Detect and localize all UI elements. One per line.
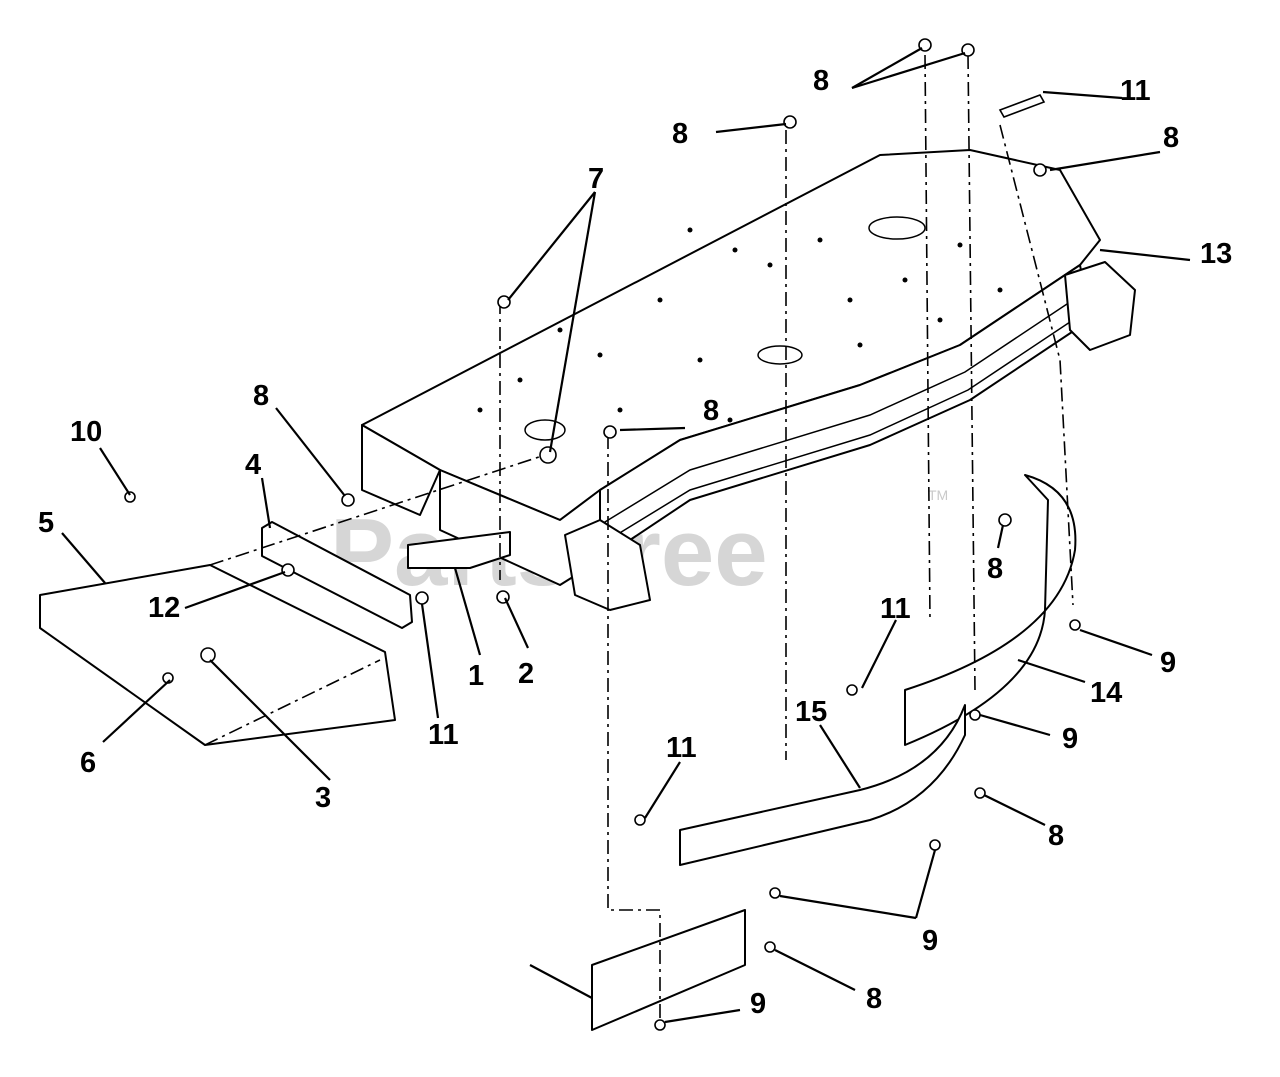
callout-8-top: 8 [813,65,829,97]
part-15-side-baffle [679,704,966,866]
callout-8-bottom: 8 [866,983,882,1015]
callout-6: 6 [80,747,96,779]
part-4-hinge-bar [261,521,413,629]
callout-12: 12 [148,592,180,624]
watermark-trademark: TM [928,487,948,503]
callout-2: 2 [518,658,534,690]
part-14-rear-baffle [904,474,1077,746]
callout-8-left: 8 [253,380,269,412]
callout-8-lower-right: 8 [1048,820,1064,852]
leader-lines [61,47,1191,1024]
fasteners [124,38,1081,1031]
callout-9-bottom: 9 [750,988,766,1020]
callout-9-right: 9 [1160,647,1176,679]
callout-11-top: 11 [1120,75,1151,107]
callout-3: 3 [315,782,331,814]
mower-deck [361,149,1136,611]
callout-15: 15 [795,696,827,728]
callout-1: 1 [468,660,484,692]
callout-8-right: 8 [987,553,1003,585]
callout-7: 7 [588,163,604,195]
callout-13: 13 [1200,238,1232,270]
callout-5: 5 [38,507,54,539]
callout-10: 10 [70,416,102,448]
callout-4: 4 [245,449,261,481]
part-1-baffle-bracket [407,531,511,569]
callout-labels: 1 2 3 4 5 6 7 8 8 8 8 8 8 8 8 9 9 9 9 10… [38,65,1232,1020]
callout-14: 14 [1090,677,1122,709]
callout-9-lower: 9 [922,925,938,957]
assembly-lines [204,54,1074,1020]
callout-11-lower: 11 [666,732,697,764]
callout-9-mid-right: 9 [1062,723,1078,755]
callout-8-upper-left: 8 [672,118,688,150]
callout-8-center: 8 [703,395,719,427]
lower-baffle-plate [591,909,746,1031]
callout-11-right: 11 [880,593,911,625]
callout-8-upper-right: 8 [1163,122,1179,154]
callout-11-left: 11 [428,719,459,751]
